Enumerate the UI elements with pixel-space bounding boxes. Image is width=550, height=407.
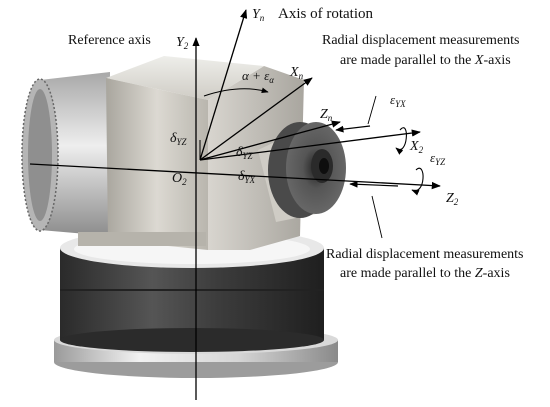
z2-label: Z2	[446, 191, 459, 207]
note-x-line2: are made parallel to the X-axis	[340, 53, 511, 68]
zn-label: Zn	[320, 107, 333, 123]
z-measure-arrow	[349, 180, 399, 188]
yn-label: Yn	[252, 7, 265, 23]
delta-yz-center-label: δYZ	[236, 145, 254, 161]
z-measure-leader	[371, 195, 383, 239]
axis-of-rotation-text: Axis of rotation	[278, 6, 373, 22]
note-z-line2: are made parallel to the Z-axis	[340, 266, 510, 281]
delta-yz-left-label: δYZ	[170, 131, 188, 147]
note-z-line1: Radial displacement measurements	[326, 247, 524, 262]
y2-label: Y2	[176, 35, 189, 51]
eps-yx-label: εYX	[390, 92, 406, 109]
note-x-line1: Radial displacement measurements	[322, 33, 520, 48]
labels: Yn Axis of rotation Reference axis Y2 α …	[68, 6, 524, 281]
left-cylinder-face-inner	[28, 89, 52, 221]
delta-yx-label: δYX	[238, 169, 256, 185]
grinding-wheel-bore	[319, 158, 329, 174]
eps-yz-rotation	[411, 167, 424, 196]
head-block-front	[106, 78, 208, 250]
yn-axis-line	[199, 9, 248, 161]
z2-axis-line	[29, 163, 441, 190]
zn-axis-line	[199, 120, 341, 161]
x-measure-arrow	[335, 125, 371, 133]
left-cylinder-rim	[21, 78, 59, 232]
xn-label: Xn	[289, 65, 304, 81]
x2-label: X2	[409, 139, 424, 155]
spindle-machine	[21, 56, 346, 378]
alpha-eps-label: α + εα	[242, 68, 274, 85]
left-cylinder	[40, 72, 110, 236]
eps-yx-rotation	[395, 127, 407, 155]
head-block-lip	[78, 232, 206, 246]
head-block-top	[106, 56, 264, 100]
rotary-drum-bottom	[60, 328, 324, 352]
o2-label: O2	[172, 171, 187, 187]
x-measure-leader	[367, 95, 377, 125]
alpha-angle-arc	[203, 87, 269, 97]
reference-axis-text: Reference axis	[68, 33, 151, 48]
axis-lines	[29, 9, 441, 400]
x2-axis-line	[199, 129, 421, 161]
xn-axis-line	[199, 77, 313, 161]
eps-yz-label: εYZ	[430, 150, 446, 167]
